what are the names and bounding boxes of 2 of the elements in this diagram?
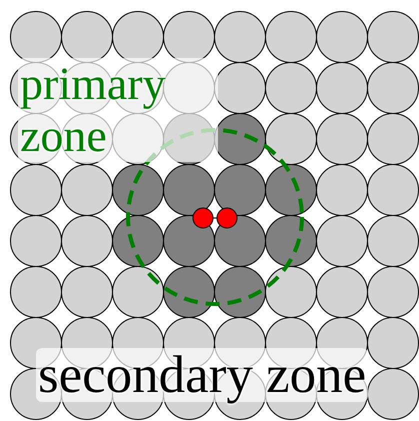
- zone-label: primary zone: [18, 58, 218, 162]
- zone-label: secondary zone: [36, 348, 368, 402]
